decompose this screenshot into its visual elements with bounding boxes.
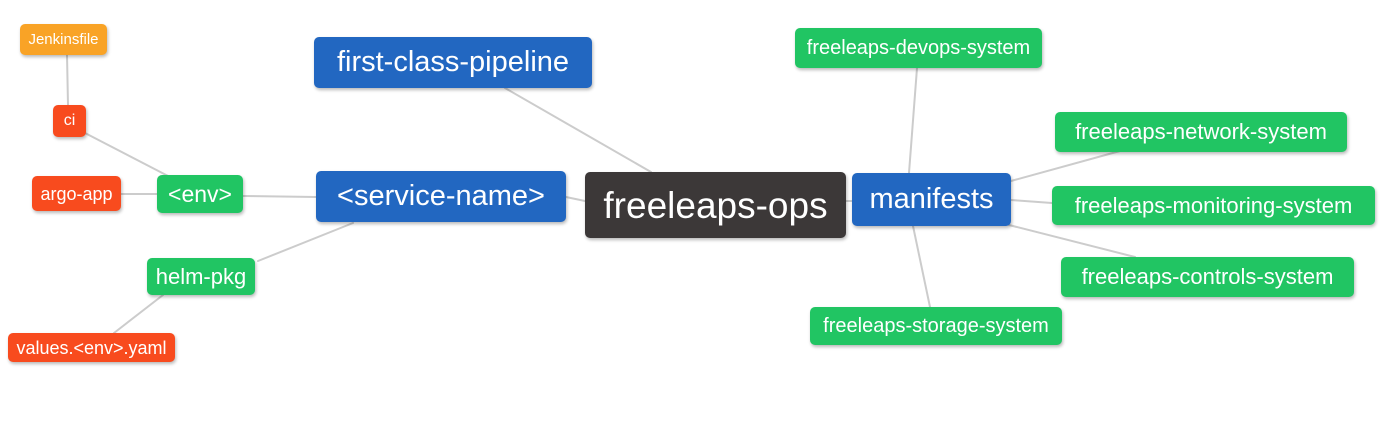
edge-service-name-ops bbox=[565, 196, 586, 202]
node-controls-system[interactable]: freeleaps-controls-system bbox=[1061, 257, 1354, 297]
edge-manifests-storage bbox=[912, 225, 931, 308]
node-argo-app[interactable]: argo-app bbox=[32, 176, 121, 211]
edge-jenkinsfile-ci bbox=[66, 54, 69, 106]
node-network-system[interactable]: freeleaps-network-system bbox=[1055, 112, 1347, 152]
edge-manifests-controls bbox=[1008, 224, 1136, 258]
edge-helm-pkg-values bbox=[113, 294, 164, 334]
node-monitoring-system[interactable]: freeleaps-monitoring-system bbox=[1052, 186, 1375, 225]
node-values-env-yaml[interactable]: values.<env>.yaml bbox=[8, 333, 175, 362]
edge-ci-env bbox=[84, 132, 171, 178]
node-freeleaps-ops[interactable]: freeleaps-ops bbox=[585, 172, 846, 238]
edge-manifests-network bbox=[1010, 150, 1121, 182]
edge-manifests-devops bbox=[908, 67, 918, 174]
node-ci[interactable]: ci bbox=[53, 105, 86, 137]
edge-env-service-name bbox=[242, 195, 317, 198]
node-service-name[interactable]: <service-name> bbox=[316, 171, 566, 222]
node-helm-pkg[interactable]: helm-pkg bbox=[147, 258, 255, 295]
edge-pipeline-ops bbox=[504, 87, 652, 173]
edge-helm-pkg-service-name bbox=[257, 222, 354, 262]
node-manifests[interactable]: manifests bbox=[852, 173, 1011, 226]
node-env[interactable]: <env> bbox=[157, 175, 243, 213]
node-storage-system[interactable]: freeleaps-storage-system bbox=[810, 307, 1062, 345]
node-devops-system[interactable]: freeleaps-devops-system bbox=[795, 28, 1042, 68]
node-first-class-pipeline[interactable]: first-class-pipeline bbox=[314, 37, 592, 88]
edge-manifests-monitoring bbox=[1010, 199, 1053, 204]
node-jenkinsfile[interactable]: Jenkinsfile bbox=[20, 24, 107, 55]
